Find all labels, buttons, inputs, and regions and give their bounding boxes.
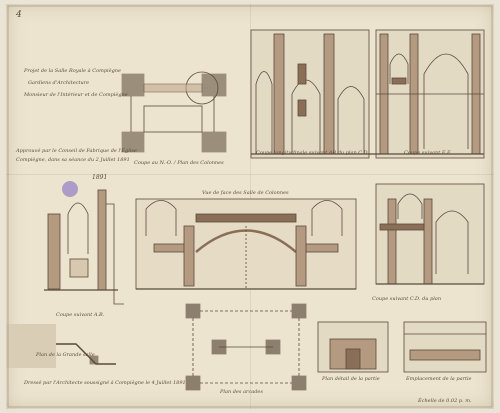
plan-bottom-center (185, 303, 307, 391)
section-top-right (250, 29, 485, 159)
drawing-sheet: 4 Projet de la Salle Royale à Compiègne … (6, 4, 494, 409)
plan-bottom-left (6, 324, 116, 368)
label-section-long: Coupe longitudinale suivant AB du plan C… (256, 150, 369, 156)
label-scale: Échelle de 0.02 p. m. (418, 398, 472, 404)
label-elevation-center: Vue de face des Salle de Colonnes (202, 190, 289, 196)
plan-top-left (121, 71, 227, 153)
title-line-1: Projet de la Salle Royale à Compiègne (24, 68, 121, 74)
elevation-middle-center (135, 198, 357, 290)
title-line-2: Gardiens d'Architecture (28, 80, 90, 86)
label-section-other: Coupe suivant E.F. (404, 150, 452, 156)
stamp-mark (62, 181, 78, 197)
approval-line-2: Compiègne, dans sa séance du 2 Juillet 1… (16, 157, 130, 163)
label-plan-left: Plan de la Grande salle (36, 352, 95, 358)
title-line-3: Monsieur de l'Intérieur et de Compiègne (24, 92, 128, 98)
section-middle-right (375, 183, 485, 285)
approval-line-1: Approuvé par le Conseil de Fabrique de l… (16, 148, 137, 154)
details-bottom-right (317, 321, 487, 373)
architectural-drawings (6, 5, 493, 408)
label-dressed: Dressé par l'Architecte soussigné à Comp… (24, 380, 186, 386)
label-detail-left: Plan détail de la partie (322, 376, 380, 382)
elevation-middle-left (44, 189, 124, 305)
label-section-right: Coupe suivant C.D. du plan (372, 296, 442, 302)
label-detail-right: Emplacement de la partie (406, 376, 472, 382)
sheet-number: 4 (16, 10, 22, 20)
label-plan-top: Coupe au N.-O. / Plan des Colonnes (134, 160, 224, 166)
fold-line-horizontal (6, 174, 494, 175)
label-plan-center: Plan des arcades (220, 389, 263, 395)
sheet-mark: 1891 (92, 174, 108, 181)
label-section-left: Coupe suivant A.B. (56, 312, 105, 318)
